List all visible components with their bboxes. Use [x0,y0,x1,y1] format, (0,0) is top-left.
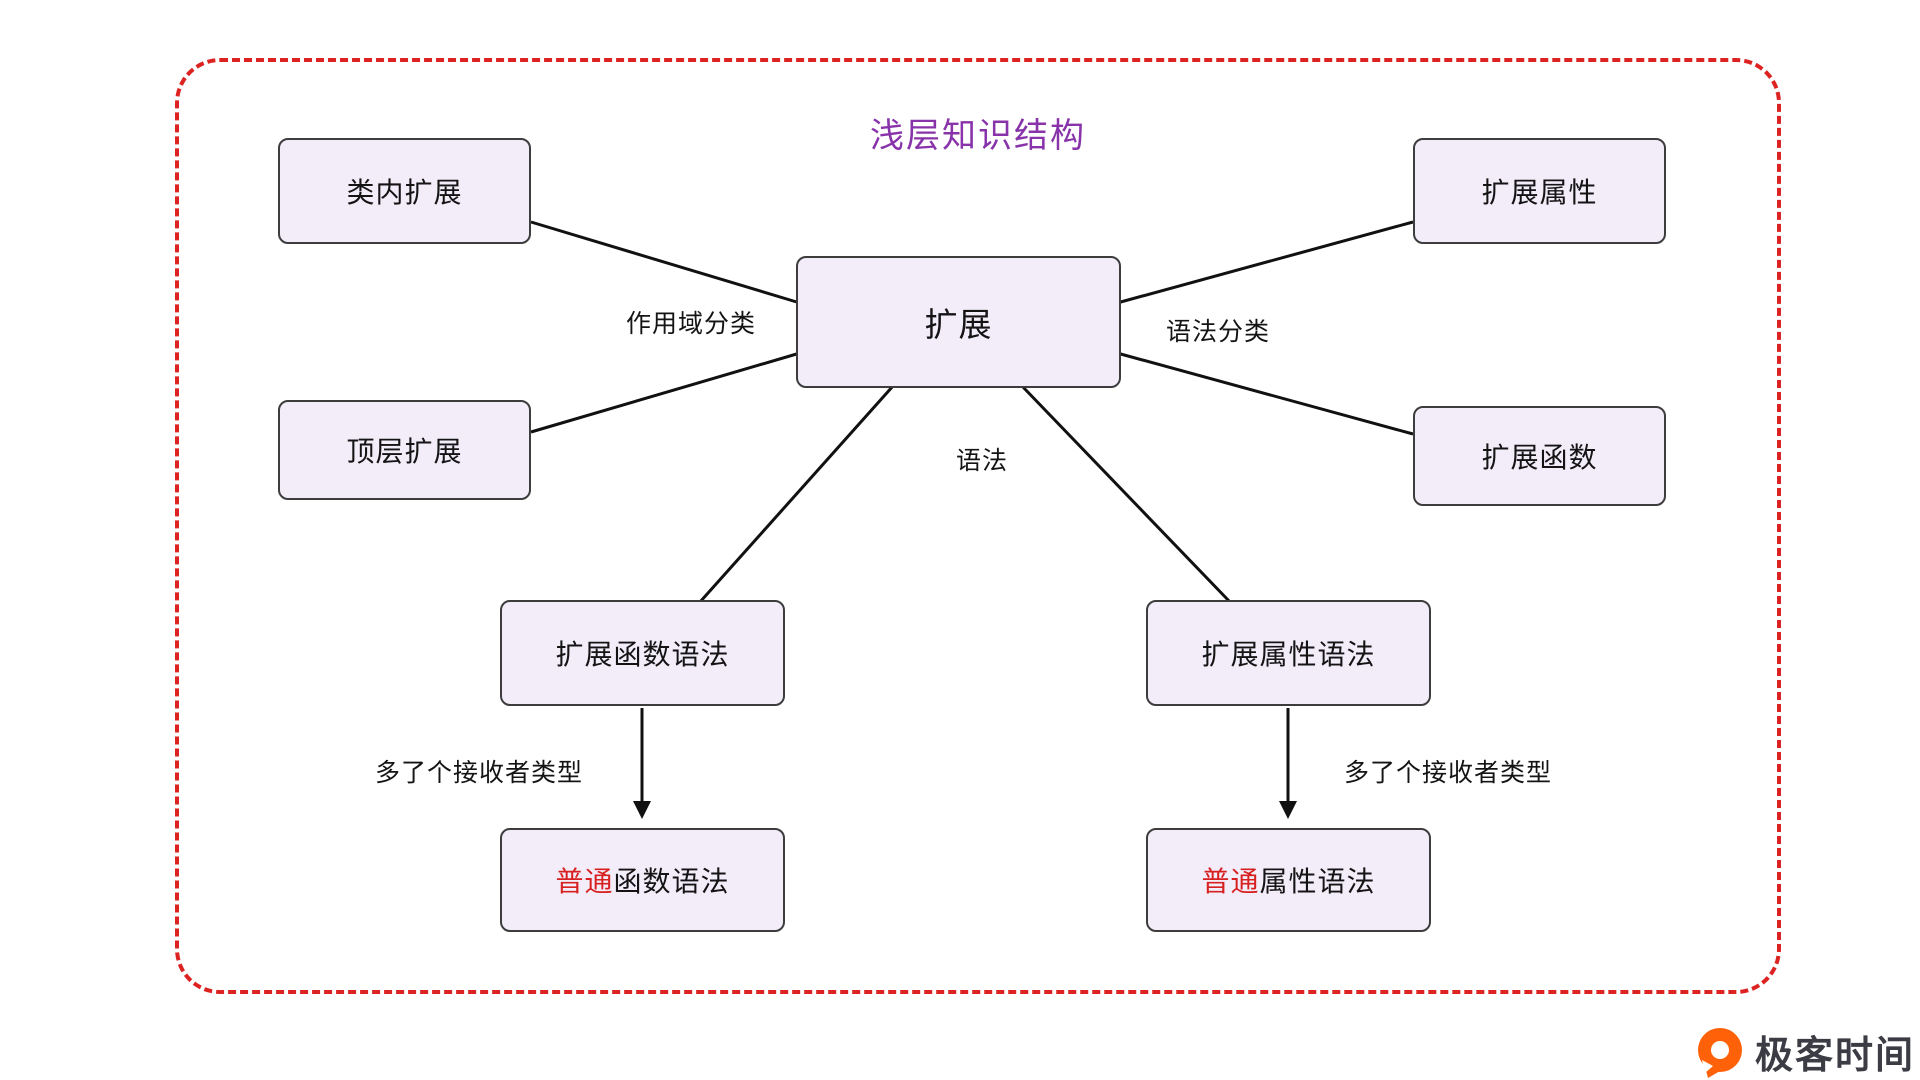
diagram-title: 浅层知识结构 [870,117,1086,155]
brand-logo-text: 极客时间 [1755,1035,1916,1077]
node-normal-property-syntax: 普通属性语法 [1146,828,1431,932]
edge-label-receiver-type-right: 多了个接收者类型 [1343,759,1553,787]
edge-center-ext-func-syntax [698,385,895,603]
dashed-frame [175,58,1781,994]
edge-label-syntax: 语法 [955,447,1009,475]
edge-class-internal-center [530,220,801,305]
node-label: 扩展 [924,306,993,343]
node-top-level-extension: 顶层扩展 [278,400,531,500]
node-extension-property-syntax: 扩展属性语法 [1146,600,1431,706]
node-extension-function-syntax: 扩展函数语法 [500,600,785,706]
node-label: 扩展属性 [1481,177,1598,208]
node-extension-property: 扩展属性 [1413,138,1666,244]
node-label: 扩展属性语法 [1201,639,1376,670]
node-label: 扩展函数 [1481,442,1598,473]
edge-center-ext-property [1116,220,1414,305]
node-extension-center: 扩展 [796,256,1121,388]
node-label: 函数语法 [613,866,730,897]
edge-label-syntax-category: 语法分类 [1165,318,1271,346]
geektime-icon [1698,1027,1742,1078]
node-class-internal-extension: 类内扩展 [278,138,531,244]
brand-logo: 极客时间 [1693,1024,1915,1079]
node-label: 类内扩展 [346,177,463,208]
edge-top-level-center [530,351,801,434]
edge-center-ext-prop-syntax [1020,384,1232,604]
edge-label-scope-category: 作用域分类 [625,310,757,338]
node-extension-function: 扩展函数 [1413,406,1666,506]
node-normal-function-syntax: 普通函数语法 [500,828,785,932]
node-label: 属性语法 [1259,866,1376,897]
node-label: 顶层扩展 [346,436,463,467]
node-label-highlight: 普通 [555,866,614,897]
edge-center-ext-function [1116,351,1414,436]
edge-label-receiver-type-left: 多了个接收者类型 [374,759,584,787]
node-label: 扩展函数语法 [555,639,730,670]
node-label-highlight: 普通 [1201,866,1260,897]
